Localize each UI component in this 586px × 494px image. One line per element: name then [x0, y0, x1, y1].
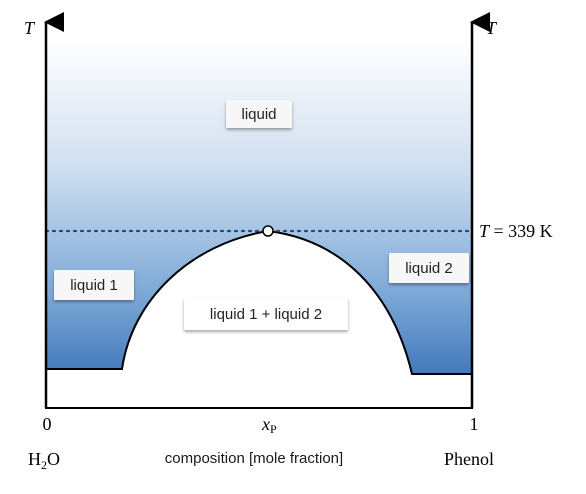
- right-axis-label: T: [486, 18, 498, 38]
- right-component-label: Phenol: [444, 449, 494, 469]
- x-tick-xp: xP: [261, 414, 277, 436]
- x-tick-zero: 0: [43, 414, 52, 434]
- region-label-two-phase: [184, 298, 348, 330]
- region-text-liquid-1: liquid 1: [70, 277, 118, 294]
- left-axis-label: T: [24, 18, 36, 38]
- region-text-two-phase: liquid 1 + liquid 2: [210, 306, 322, 323]
- region-label-liquid: [226, 100, 292, 128]
- critical-temperature-label: T = 339 K: [479, 221, 553, 241]
- left-component-label: H2O: [28, 449, 60, 472]
- region-text-liquid-2: liquid 2: [405, 260, 453, 277]
- critical-point: [262, 225, 274, 237]
- region-label-liquid-1: [54, 270, 134, 300]
- region-label-liquid-2: [389, 253, 469, 283]
- x-tick-one: 1: [470, 414, 479, 434]
- x-axis-title: composition [mole fraction]: [165, 450, 343, 467]
- region-text-liquid: liquid: [241, 106, 276, 123]
